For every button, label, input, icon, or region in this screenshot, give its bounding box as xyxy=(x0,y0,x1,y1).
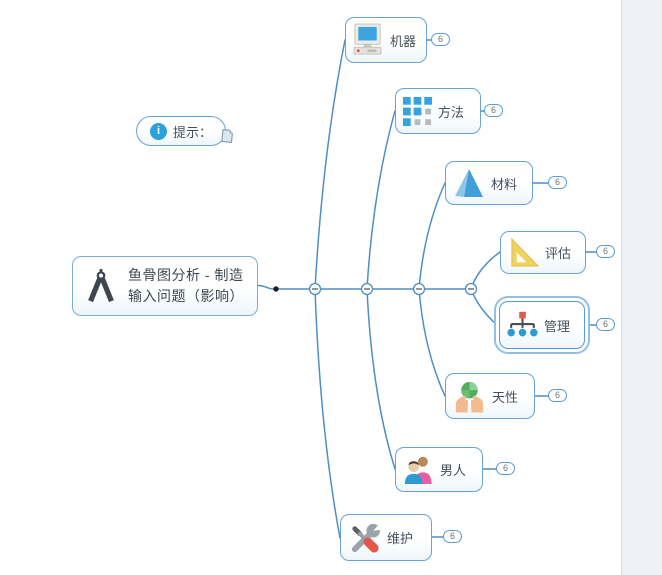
topic-machine[interactable]: 机器 xyxy=(345,17,427,63)
spine-anchor-dot xyxy=(273,286,279,292)
topic-nature[interactable]: 天性 xyxy=(445,373,535,419)
info-icon: i xyxy=(149,122,167,140)
compass-icon xyxy=(83,266,119,306)
topic-label: 天性 xyxy=(492,389,519,405)
topic-label: 管理 xyxy=(544,318,571,334)
topic-label: 材料 xyxy=(491,176,518,192)
collapsed-count-badge[interactable]: 6 xyxy=(548,176,567,189)
rib-nature xyxy=(418,288,446,397)
rib-management xyxy=(470,288,498,326)
org-chart-icon xyxy=(506,310,539,340)
tools-icon xyxy=(347,521,382,554)
topic-man[interactable]: 男人 xyxy=(395,447,483,492)
collapse-toggle[interactable] xyxy=(464,282,478,296)
topic-label: 男人 xyxy=(440,463,467,478)
collapsed-count-badge[interactable]: 6 xyxy=(484,104,503,117)
topic-method[interactable]: 方法 xyxy=(395,88,481,134)
main-topic-line2: 输入问题（影响） xyxy=(128,288,244,304)
grid-icon xyxy=(402,96,433,127)
topic-main[interactable]: 鱼骨图分析 - 制造 输入问题（影响） xyxy=(72,256,258,316)
collapsed-count-badge[interactable]: 6 xyxy=(548,389,567,402)
main-topic-title: 鱼骨图分析 - 制造 输入问题（影响） xyxy=(128,265,244,307)
note-icon[interactable] xyxy=(220,128,234,148)
rib-evaluation xyxy=(470,251,501,290)
canvas-right-edge xyxy=(621,0,662,575)
collapsed-count-badge[interactable]: 6 xyxy=(443,530,462,543)
topic-material[interactable]: 材料 xyxy=(445,161,533,205)
topic-label: 机器 xyxy=(390,33,417,49)
set-square-icon xyxy=(507,237,540,268)
rib-machine xyxy=(314,39,346,290)
rib-man xyxy=(366,288,396,470)
hands-globe-icon xyxy=(452,379,487,413)
collapsed-count-badge[interactable]: 6 xyxy=(596,318,615,331)
topic-label: 方法 xyxy=(438,104,465,120)
rib-material xyxy=(418,182,446,290)
collapse-toggle[interactable] xyxy=(360,282,374,296)
topic-maintenance[interactable]: 维护 xyxy=(340,514,432,561)
collapsed-count-badge[interactable]: 6 xyxy=(496,462,515,475)
main-topic-line1: 鱼骨图分析 - 制造 xyxy=(128,267,244,283)
topic-evaluation[interactable]: 评估 xyxy=(500,231,586,274)
topic-label: 维护 xyxy=(387,531,414,546)
topic-management[interactable]: 管理 xyxy=(499,301,585,349)
topic-label: 评估 xyxy=(545,246,572,261)
topic-hint[interactable]: i 提示： xyxy=(136,116,226,146)
collapse-toggle[interactable] xyxy=(412,282,426,296)
collapse-toggle[interactable] xyxy=(308,282,322,296)
people-icon xyxy=(402,454,435,485)
collapsed-count-badge[interactable]: 6 xyxy=(596,245,615,258)
rib-maintenance xyxy=(314,288,341,539)
collapsed-count-badge[interactable]: 6 xyxy=(431,33,450,46)
pyramid-icon xyxy=(452,167,486,199)
rib-method xyxy=(366,110,396,290)
hint-label: 提示： xyxy=(172,124,212,140)
computer-icon xyxy=(352,23,385,58)
